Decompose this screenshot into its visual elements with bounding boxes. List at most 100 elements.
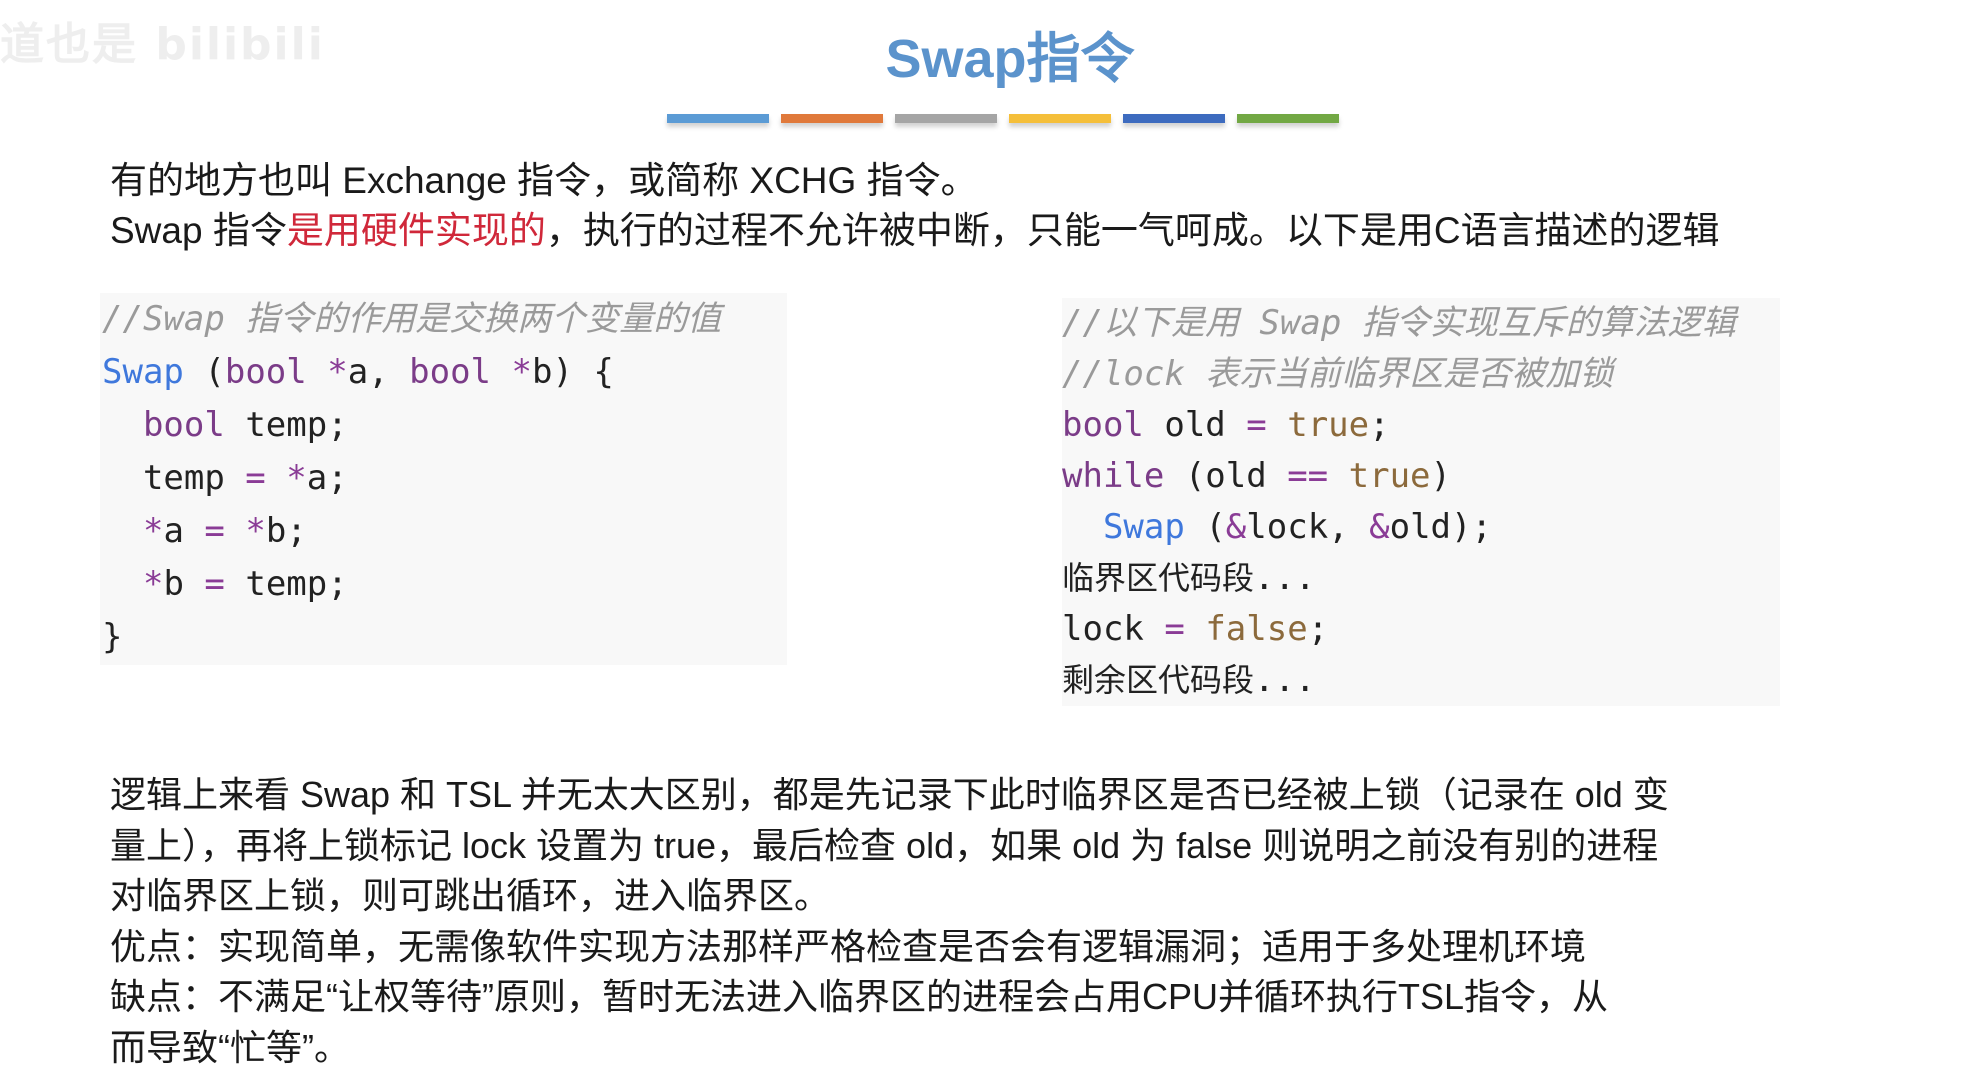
code-token-op: = [1164, 609, 1185, 649]
code-line: *b = temp; [102, 558, 787, 611]
code-token-op: * [142, 564, 164, 604]
code-token-cjk: 临界区代码段 [1062, 559, 1255, 597]
code-token-func: Swap [1102, 507, 1185, 547]
code-token-plain [1328, 456, 1348, 496]
code-token-op: = [204, 564, 225, 604]
code-token-plain: lock, [1246, 507, 1370, 547]
intro-line-2-prefix: Swap 指令 [110, 210, 287, 251]
code-block-mutex-logic: //以下是用 Swap 指令实现互斥的算法逻辑 //lock 表示当前临界区是否被… [1062, 298, 1780, 706]
code-line: while (old == true) [1062, 451, 1780, 502]
code-token-plain: a; [306, 458, 348, 498]
explanation-line: 逻辑上来看 Swap 和 TSL 并无太大区别，都是先记录下此时临界区是否已经被… [110, 774, 1669, 815]
intro-line-2: Swap 指令是用硬件实现的，执行的过程不允许被中断，只能一气呵成。以下是用C语… [110, 206, 1720, 256]
code-token-op: * [286, 458, 307, 498]
code-line: *a = *b; [102, 505, 787, 558]
code-token-func: Swap [102, 352, 184, 392]
code-token-comment: //lock 表示当前临界区是否被加锁 [1062, 354, 1614, 394]
explanation-line: 而导致“忙等”。 [110, 1026, 350, 1068]
code-token-plain [225, 511, 245, 551]
intro-highlight: 是用硬件实现的 [286, 210, 546, 251]
code-line: } [102, 611, 787, 664]
code-line: 临界区代码段... [1062, 553, 1780, 604]
code-token-plain: ... [1254, 660, 1316, 700]
code-line: bool old = true; [1062, 400, 1780, 451]
code-token-op: == [1287, 456, 1329, 496]
code-token-plain: old [1143, 405, 1247, 445]
code-token-plain: b [163, 564, 205, 604]
code-line: //lock 表示当前临界区是否被加锁 [1062, 349, 1780, 400]
code-token-op: * [142, 511, 164, 551]
code-token-op: * [327, 352, 348, 392]
code-token-cjk: 剩余区代码段 [1062, 661, 1255, 699]
code-line: 剩余区代码段... [1062, 655, 1780, 706]
explanation-line: 量上），再将上锁标记 lock 设置为 true，最后检查 old，如果 old… [110, 824, 1659, 866]
code-token-keyword: bool [409, 352, 492, 392]
accent-bar [1123, 114, 1225, 123]
accent-bar [1009, 114, 1111, 123]
explanation-line: 优点：实现简单，无需像软件实现方法那样严格检查是否会有逻辑漏洞；适用于多处理机环… [110, 925, 1587, 967]
explanation-text: 逻辑上来看 Swap 和 TSL 并无太大区别，都是先记录下此时临界区是否已经被… [110, 770, 1669, 1073]
accent-bar [667, 114, 769, 123]
code-token-plain [307, 352, 327, 392]
code-token-plain [102, 564, 143, 604]
code-token-plain [1267, 405, 1287, 445]
code-token-plain: a, [347, 352, 410, 392]
code-token-op: = [1246, 405, 1267, 445]
watermark: 道也是 bilibili [0, 19, 325, 70]
accent-bars [667, 114, 1339, 123]
code-token-plain: (old [1164, 456, 1288, 496]
code-line: Swap (&lock, &old); [1062, 502, 1780, 553]
code-token-keyword: bool [1062, 405, 1144, 445]
code-token-plain: lock [1062, 609, 1165, 649]
code-line: lock = false; [1062, 604, 1780, 655]
code-token-plain: ( [183, 352, 225, 392]
code-token-op: = [245, 458, 266, 498]
code-line: //以下是用 Swap 指令实现互斥的算法逻辑 [1062, 298, 1780, 349]
code-token-plain: ... [1254, 558, 1316, 598]
code-token-plain: temp; [224, 405, 348, 445]
code-token-plain: b; [265, 511, 307, 551]
code-token-plain: ( [1184, 507, 1226, 547]
accent-bar [1237, 114, 1339, 123]
code-token-op: * [511, 352, 532, 392]
explanation-line: 缺点：不满足“让权等待”原则，暂时无法进入临界区的进程会占用CPU并循环执行TS… [110, 976, 1609, 1017]
code-token-plain: a [163, 511, 205, 551]
explanation-line: 对临界区上锁，则可跳出循环，进入临界区。 [110, 875, 831, 916]
intro-text: 有的地方也叫 Exchange 指令，或简称 XCHG 指令。 Swap 指令是… [110, 156, 1720, 256]
code-token-op: & [1225, 507, 1247, 547]
code-token-op: & [1369, 507, 1390, 547]
code-token-plain: temp [102, 458, 246, 498]
intro-line-2-suffix: ，执行的过程不允许被中断，只能一气呵成。以下是用C语言描述的逻辑 [545, 210, 1720, 251]
accent-bar [781, 114, 883, 123]
code-token-plain [266, 458, 286, 498]
code-token-op: * [245, 511, 266, 551]
code-token-plain: temp; [224, 564, 348, 604]
code-token-comment: //Swap 指令的作用是交换两个变量的值 [102, 299, 722, 339]
code-token-plain: ; [1369, 405, 1390, 445]
code-line: temp = *a; [102, 452, 787, 505]
code-token-plain: old); [1389, 507, 1492, 547]
slide-title: Swap指令 [885, 29, 1135, 89]
code-token-plain [491, 352, 511, 392]
code-token-literal: true [1348, 456, 1431, 496]
code-token-op: = [204, 511, 225, 551]
code-line: //Swap 指令的作用是交换两个变量的值 [102, 293, 787, 346]
code-token-keyword: bool [142, 405, 225, 445]
code-token-plain [1062, 507, 1103, 547]
code-token-keyword: while [1062, 456, 1165, 496]
code-token-plain: } [102, 617, 123, 657]
code-token-plain: ) [1430, 456, 1451, 496]
code-token-plain [102, 511, 143, 551]
code-token-plain: b) { [531, 352, 614, 392]
code-token-literal: false [1205, 609, 1308, 649]
accent-bar [895, 114, 997, 123]
code-line: Swap (bool *a, bool *b) { [102, 346, 787, 399]
code-token-keyword: bool [224, 352, 307, 392]
code-token-comment: //以下是用 Swap 指令实现互斥的算法逻辑 [1062, 303, 1736, 343]
code-token-plain [1185, 609, 1205, 649]
code-token-plain: ; [1307, 609, 1329, 649]
intro-line-1: 有的地方也叫 Exchange 指令，或简称 XCHG 指令。 [110, 160, 978, 201]
code-token-plain [102, 405, 143, 445]
code-token-literal: true [1287, 405, 1370, 445]
